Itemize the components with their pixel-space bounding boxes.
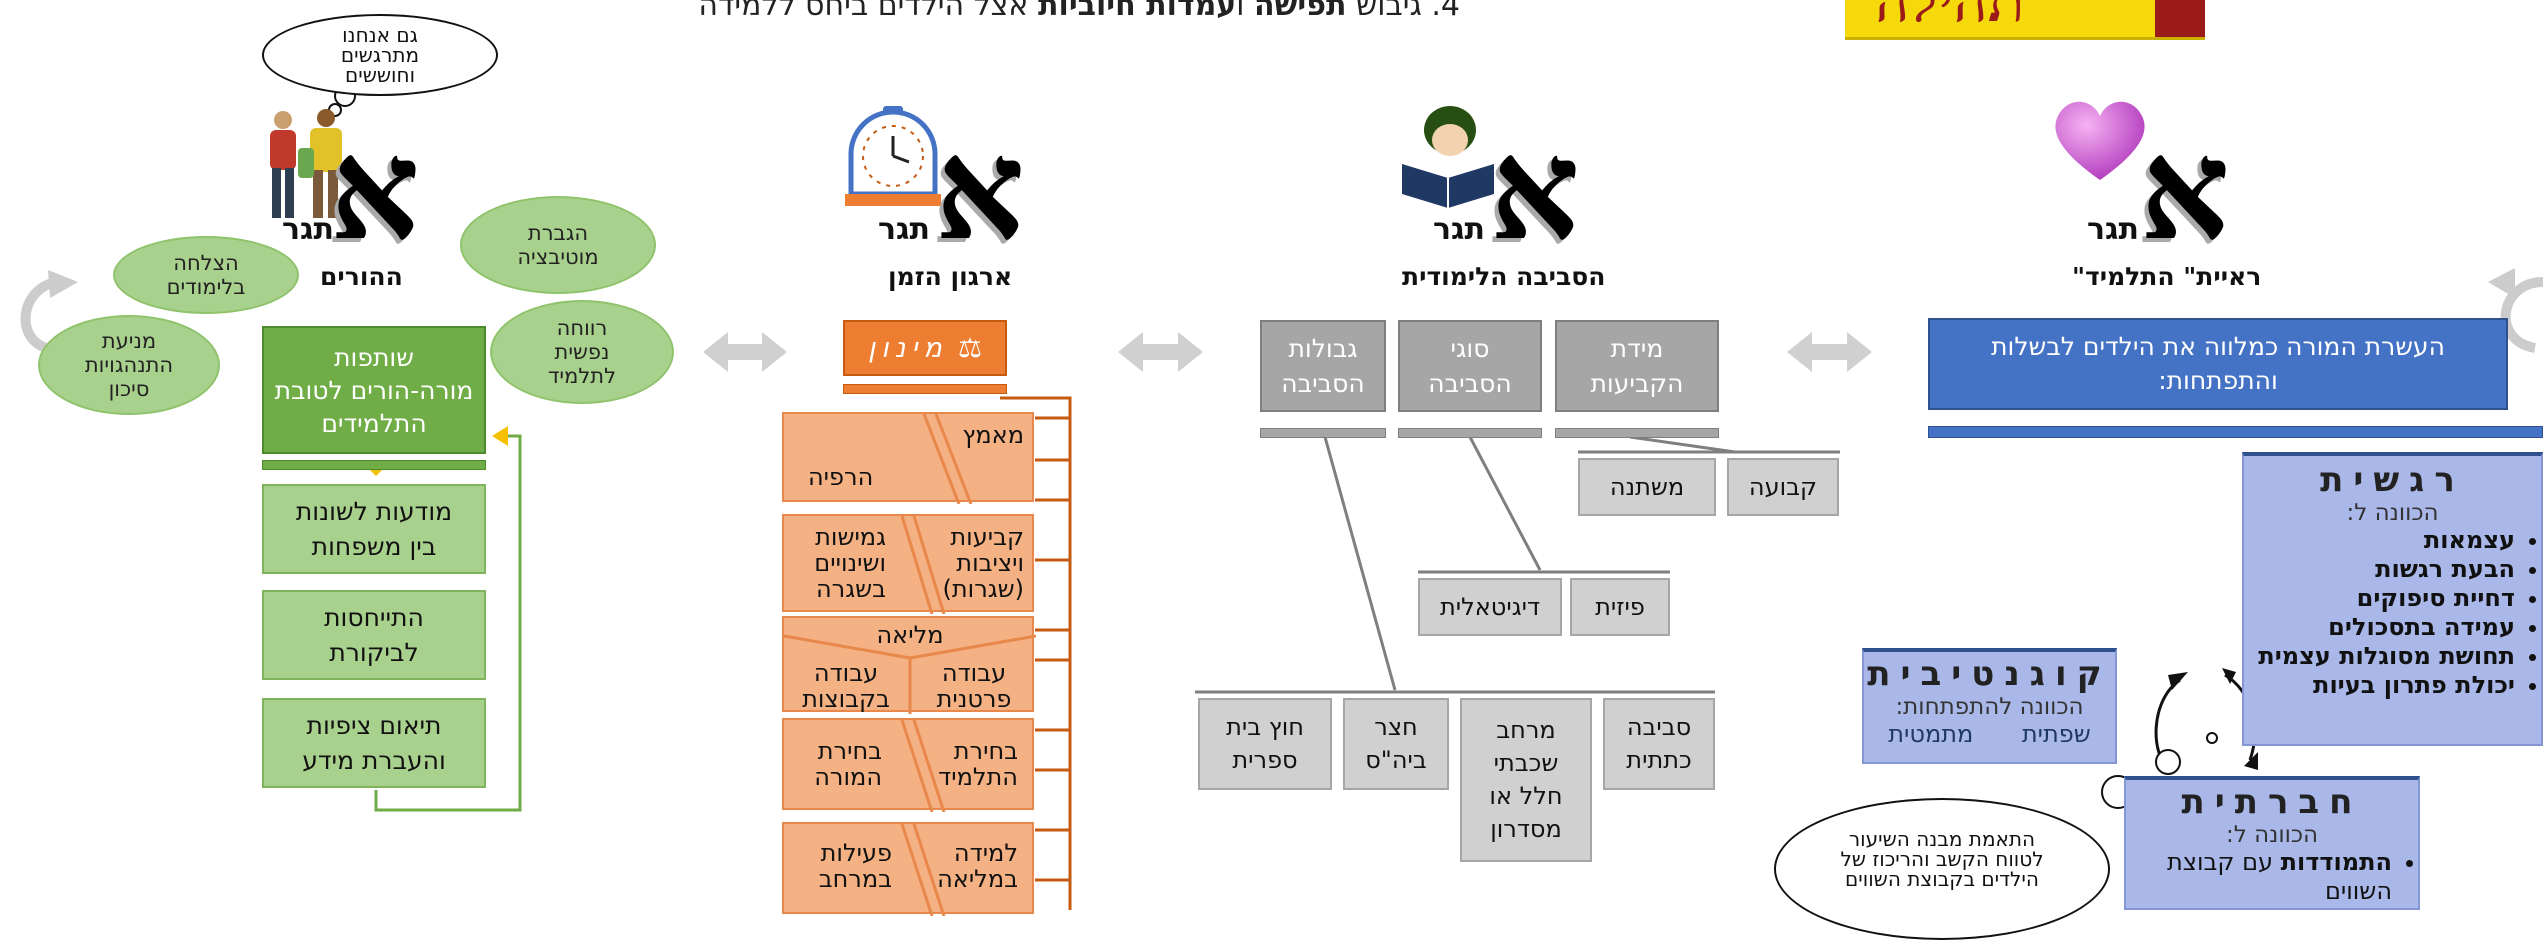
list-item: דחיית סיפוקים [2244, 584, 2515, 613]
environment-head-types: סוגי הסביבה [1398, 320, 1542, 412]
student-aleph-logo: א [2140, 108, 2230, 272]
environment-title: הסביבה הלימודית [1402, 262, 1606, 291]
parents-bubble-risk: מניעת התנהגויות סיכון [38, 315, 220, 415]
parents-bubble-wellbeing: רווחה נפשית לתלמיד [490, 300, 674, 404]
header-mid: ו [1236, 0, 1245, 23]
student-social-card: חברתית הכוונה ל: התמודדות עם קבוצת השווי… [2124, 776, 2420, 910]
environment-bar-types [1398, 428, 1542, 438]
heart-icon [2055, 101, 2145, 180]
time-aleph-logo: א [935, 108, 1025, 272]
parents-thought-cloud: גם אנחנו מתרגשים וחוששים [262, 14, 498, 96]
environment-stability-fixed: קבועה [1727, 458, 1839, 516]
list-item: התמודדות עם קבוצת השווים [2126, 848, 2392, 906]
environment-type-physical: פיזית [1570, 578, 1670, 636]
environment-bound-yard: חצר ביה"ס [1343, 698, 1449, 790]
parents-figures-icon [270, 109, 342, 218]
parents-partnership-box: שותפות מורה-הורים לטובת התלמידים [262, 326, 486, 454]
environment-logo-word: תגר [1433, 212, 1485, 247]
clock-icon [845, 106, 941, 206]
cognitive-items: שפתית מתמטית [1864, 720, 2115, 748]
reader-icon [1402, 106, 1494, 208]
student-emotional-card: רגשית הכוונה ל: עצמאות הבעת רגשות דחיית … [2242, 452, 2543, 746]
environment-type-digital: דיגיטאלית [1418, 578, 1562, 636]
time-title: ארגון הזמן [888, 262, 1013, 291]
environment-bound-class: סביבה כתתית [1603, 698, 1715, 790]
environment-bar-stability [1555, 428, 1719, 438]
time-dosage-box: ⚖ מינון [843, 320, 1007, 376]
social-subtitle: הכוונה ל: [2225, 822, 2319, 848]
parents-bubble-motivation: הגברת מוטיבציה [460, 196, 656, 294]
time-card-routine: קביעות ויציבות (שגרות) גמישות ושינויים ב… [782, 514, 1034, 614]
emotional-title: רגשית [2320, 460, 2465, 500]
environment-bar-bounds [1260, 428, 1386, 438]
time-logo-word: תגר [878, 212, 930, 247]
brand-logo-tag [2155, 0, 2205, 37]
page-header: 4. גיבוש תפישה ועמדות חיוביות אצל הילדים… [560, 0, 1460, 23]
list-item: מתמטית [1888, 720, 1974, 748]
social-list: התמודדות עם קבוצת השווים [2126, 848, 2418, 906]
student-title: "ראיית" התלמיד [2072, 262, 2262, 291]
cognitive-title: קוגנטיבית [1867, 654, 2112, 694]
environment-head-bounds: גבולות הסביבה [1260, 320, 1386, 412]
brand-logo: תהילה [1845, 0, 2205, 40]
time-card-effort: מאמץ הרפיה [782, 412, 1034, 504]
student-thought-cloud: התאמת מבנה השיעור לטווח הקשב והריכוז של … [1774, 798, 2110, 940]
parents-divider-bar [262, 460, 486, 470]
parents-item-expectations: תיאום ציפיות והעברת מידע [262, 698, 486, 788]
list-item: הבעת רגשות [2244, 555, 2515, 584]
header-suffix: אצל הילדים ביחס ללמידה [698, 0, 1029, 23]
list-item: יכולת פתרון בעיות [2244, 671, 2515, 700]
parents-bubble-success: הצלחה בלימודים [113, 236, 299, 314]
social-title: חברתית [2181, 782, 2363, 822]
time-card-plenary: למידה במליאה פעילות במרחב [782, 822, 1034, 916]
parents-logo-word: תגר [282, 212, 334, 247]
list-item: עמידה בתסכולים [2244, 613, 2515, 642]
environment-bound-grade-space: מרחב שכבתי חלל או מסדרון [1460, 698, 1592, 862]
parents-title: ההורים [320, 262, 403, 291]
emotional-subtitle: הכוונה ל: [2346, 500, 2439, 526]
time-card-choice: בחירת התלמיד בחירת המורה [782, 718, 1034, 812]
student-divider-bar [1928, 426, 2543, 438]
list-item: שפתית [2021, 720, 2091, 748]
scales-icon: ⚖ [957, 332, 983, 364]
header-prefix: 4. גיבוש [1355, 0, 1460, 23]
header-bold-2: עמדות חיוביות [1038, 0, 1237, 23]
emotional-list: עצמאות הבעת רגשות דחיית סיפוקים עמידה בת… [2244, 526, 2541, 700]
right-cycle-arrow-icon [2500, 277, 2543, 353]
list-item: תחושת מסוגלות עצמית [2244, 642, 2515, 671]
time-card-grouping: מליאה עבודה פרטנית עבודה בקבוצות [782, 616, 1036, 714]
double-arrow-icon [703, 332, 1872, 372]
environment-stability-variable: משתנה [1578, 458, 1716, 516]
student-logo-word: תגר [2087, 212, 2139, 247]
header-bold-1: תפישה [1254, 0, 1347, 23]
parents-item-criticism: התייחסות לביקורת [262, 590, 486, 680]
student-enrichment-box: העשרת המורה כמלווה את הילדים לבשלות והתפ… [1928, 318, 2508, 410]
environment-bound-outside: חוץ בית ספרית [1198, 698, 1332, 790]
cognitive-subtitle: הכוונה להתפתחות: [1895, 694, 2084, 720]
time-divider-bar [843, 384, 1007, 394]
student-cognitive-card: קוגנטיבית הכוונה להתפתחות: שפתית מתמטית [1862, 648, 2117, 764]
left-cycle-arrow-icon [20, 277, 63, 355]
environment-head-stability: מידת הקביעות [1555, 320, 1719, 412]
environment-aleph-logo: א [1490, 108, 1580, 272]
parents-aleph-logo: א [330, 108, 420, 272]
list-item: עצמאות [2244, 526, 2515, 555]
parents-item-diversity: מודעות לשונות בין משפחות [262, 484, 486, 574]
brand-logo-text: תהילה [1875, 0, 2025, 36]
